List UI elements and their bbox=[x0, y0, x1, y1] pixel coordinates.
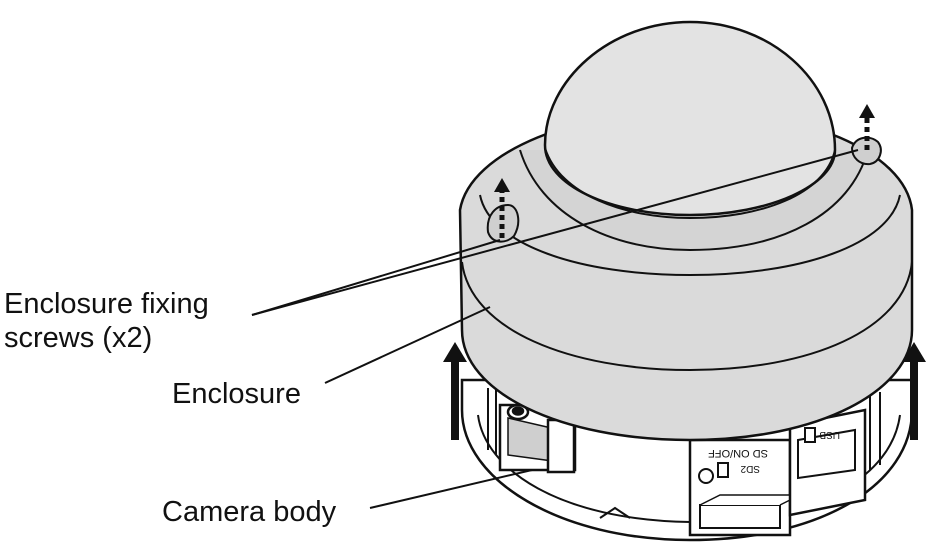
dashed-up-arrow-icon bbox=[859, 104, 875, 150]
screws-label-line1: Enclosure fixing bbox=[4, 288, 209, 320]
solid-up-arrow-icon bbox=[902, 342, 926, 440]
enclosure-fixing-screws-label: Enclosure fixing screws (x2) bbox=[4, 287, 209, 355]
screws-label-line2: screws (x2) bbox=[4, 322, 153, 354]
dashed-up-arrow-icon bbox=[494, 178, 510, 238]
marking-sd-onoff: SD ON/OFF bbox=[708, 447, 768, 459]
enclosure-label: Enclosure bbox=[172, 378, 301, 410]
solid-up-arrow-icon bbox=[443, 342, 467, 440]
camera-body-label: Camera body bbox=[162, 496, 337, 528]
screw-icon bbox=[506, 403, 530, 421]
marking-usb-slot: USB bbox=[819, 429, 840, 440]
leader-lines bbox=[251, 149, 859, 509]
marking-sd-slot: SD2 bbox=[740, 463, 760, 474]
dome-cover bbox=[543, 20, 837, 220]
